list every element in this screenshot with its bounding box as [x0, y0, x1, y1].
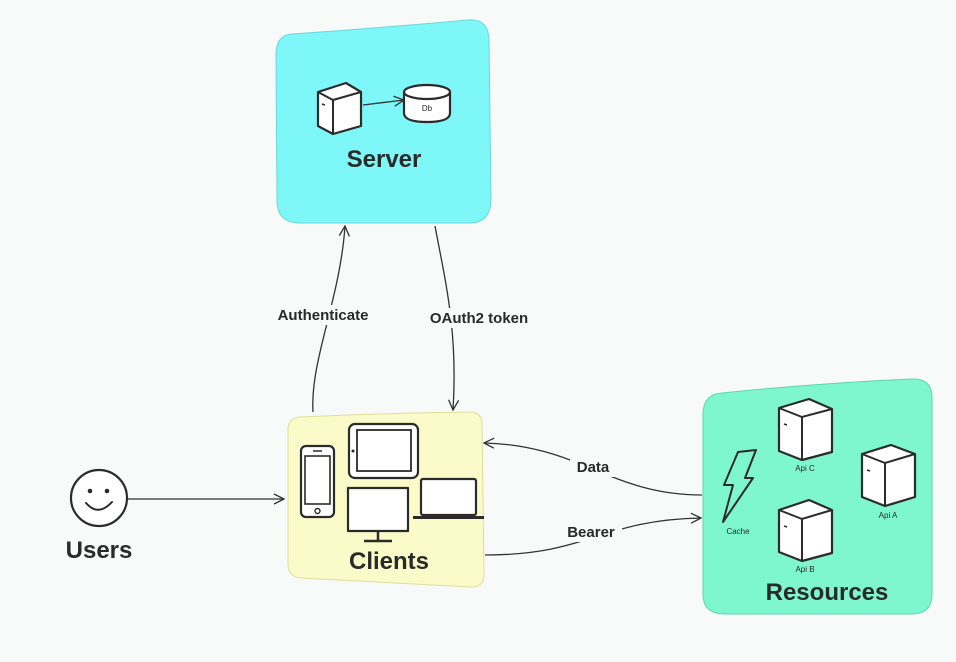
api-b-icon: Api B — [777, 498, 834, 574]
edge-authenticate-label-bg — [270, 305, 376, 325]
api-b-label: Api B — [795, 565, 814, 574]
server-db-link — [362, 100, 404, 105]
server-label: Server — [347, 146, 422, 173]
edge-oauth-token[interactable]: OAuth2 token — [420, 225, 538, 410]
clients-node[interactable]: Clients — [287, 411, 485, 588]
server-node[interactable]: Db Server — [275, 19, 492, 224]
monitor-icon — [346, 486, 410, 543]
edge-data-label: Data — [577, 459, 610, 476]
resources-label: Resources — [766, 579, 889, 606]
smiley-icon — [69, 468, 129, 528]
edge-data-label-bg — [570, 457, 616, 477]
users-node[interactable]: Users — [66, 468, 133, 564]
edge-bearer[interactable]: Bearer — [484, 518, 701, 556]
edge-oauth-token-label: OAuth2 token — [430, 310, 528, 327]
api-a-icon: Api A — [860, 443, 917, 520]
cache-label: Cache — [726, 527, 750, 536]
server-node-background — [275, 19, 492, 224]
edge-authenticate[interactable]: Authenticate — [270, 226, 376, 413]
edge-data[interactable]: Data — [484, 443, 703, 496]
api-a-label: Api A — [879, 511, 898, 520]
edge-authenticate-label: Authenticate — [278, 307, 369, 324]
resources-node-background — [702, 378, 933, 615]
users-label: Users — [66, 537, 133, 564]
clients-label: Clients — [349, 548, 429, 575]
api-c-label: Api C — [795, 464, 815, 473]
phone-icon — [299, 444, 336, 519]
laptop-icon — [413, 477, 484, 519]
api-c-icon: Api C — [777, 397, 834, 473]
db-label: Db — [422, 104, 433, 113]
database-icon: Db — [402, 83, 452, 124]
edge-oauth-token-label-bg — [420, 308, 538, 328]
cache-icon: Cache — [722, 449, 757, 536]
edge-bearer-label: Bearer — [567, 524, 615, 541]
edge-bearer-label-bg — [560, 522, 622, 542]
tablet-icon — [347, 422, 420, 480]
resources-node[interactable]: Cache Api C Api A Api B Resources — [702, 378, 933, 615]
server-icon — [316, 81, 363, 136]
